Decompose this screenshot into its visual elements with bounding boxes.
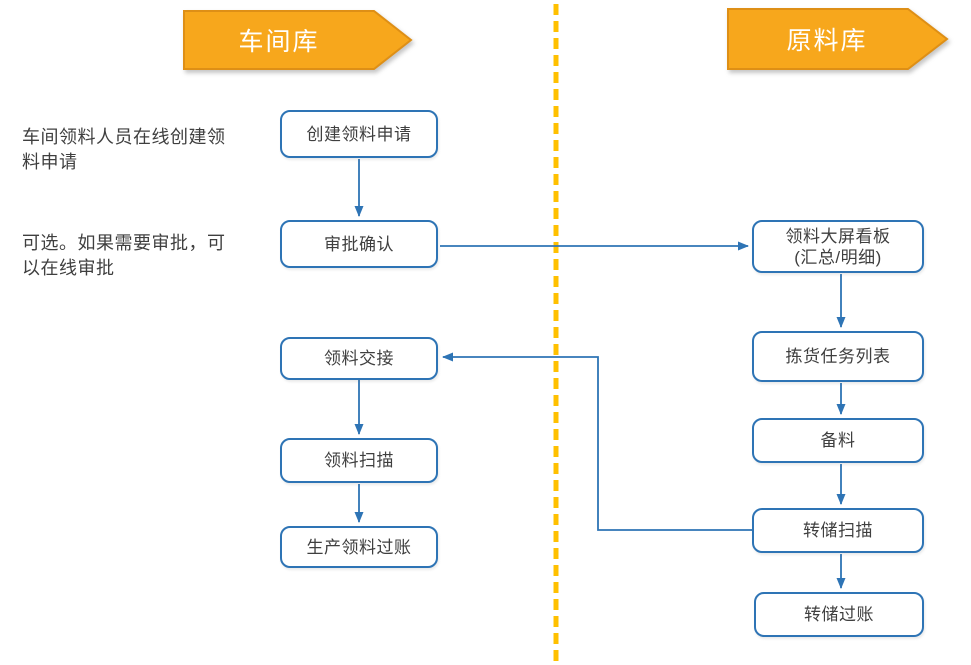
annotation-approval-note: 可选。如果需要审批，可 以在线审批	[22, 233, 226, 278]
flow-node-material-prep: 备料	[752, 418, 924, 463]
flow-node-create-request: 创建领料申请	[280, 110, 438, 158]
lane-banner-workshop: 车间库	[183, 10, 413, 70]
lane-banner-raw-material-label: 原料库	[786, 27, 868, 55]
banner-arrow-shape	[727, 8, 949, 70]
flow-node-material-handover: 领料交接	[280, 337, 438, 380]
banner-arrow-shape	[183, 10, 413, 70]
flow-node-material-scan: 领料扫描	[280, 438, 438, 483]
flow-node-production-posting: 生产领料过账	[280, 526, 438, 568]
flow-node-dashboard: 领料大屏看板 (汇总/明细)	[752, 220, 924, 273]
lane-banner-raw-material: 原料库	[727, 8, 949, 70]
flow-node-approval-confirm: 审批确认	[280, 220, 438, 268]
annotation-create-note: 车间领料人员在线创建领 料申请	[22, 127, 226, 172]
lane-banner-workshop-label: 车间库	[238, 28, 320, 56]
flow-node-picking-task-list: 拣货任务列表	[752, 331, 924, 382]
flow-node-transfer-posting: 转储过账	[754, 592, 924, 637]
edge-transfer-scan-to-handover	[442, 352, 752, 531]
flow-node-transfer-scan: 转储扫描	[752, 508, 924, 553]
